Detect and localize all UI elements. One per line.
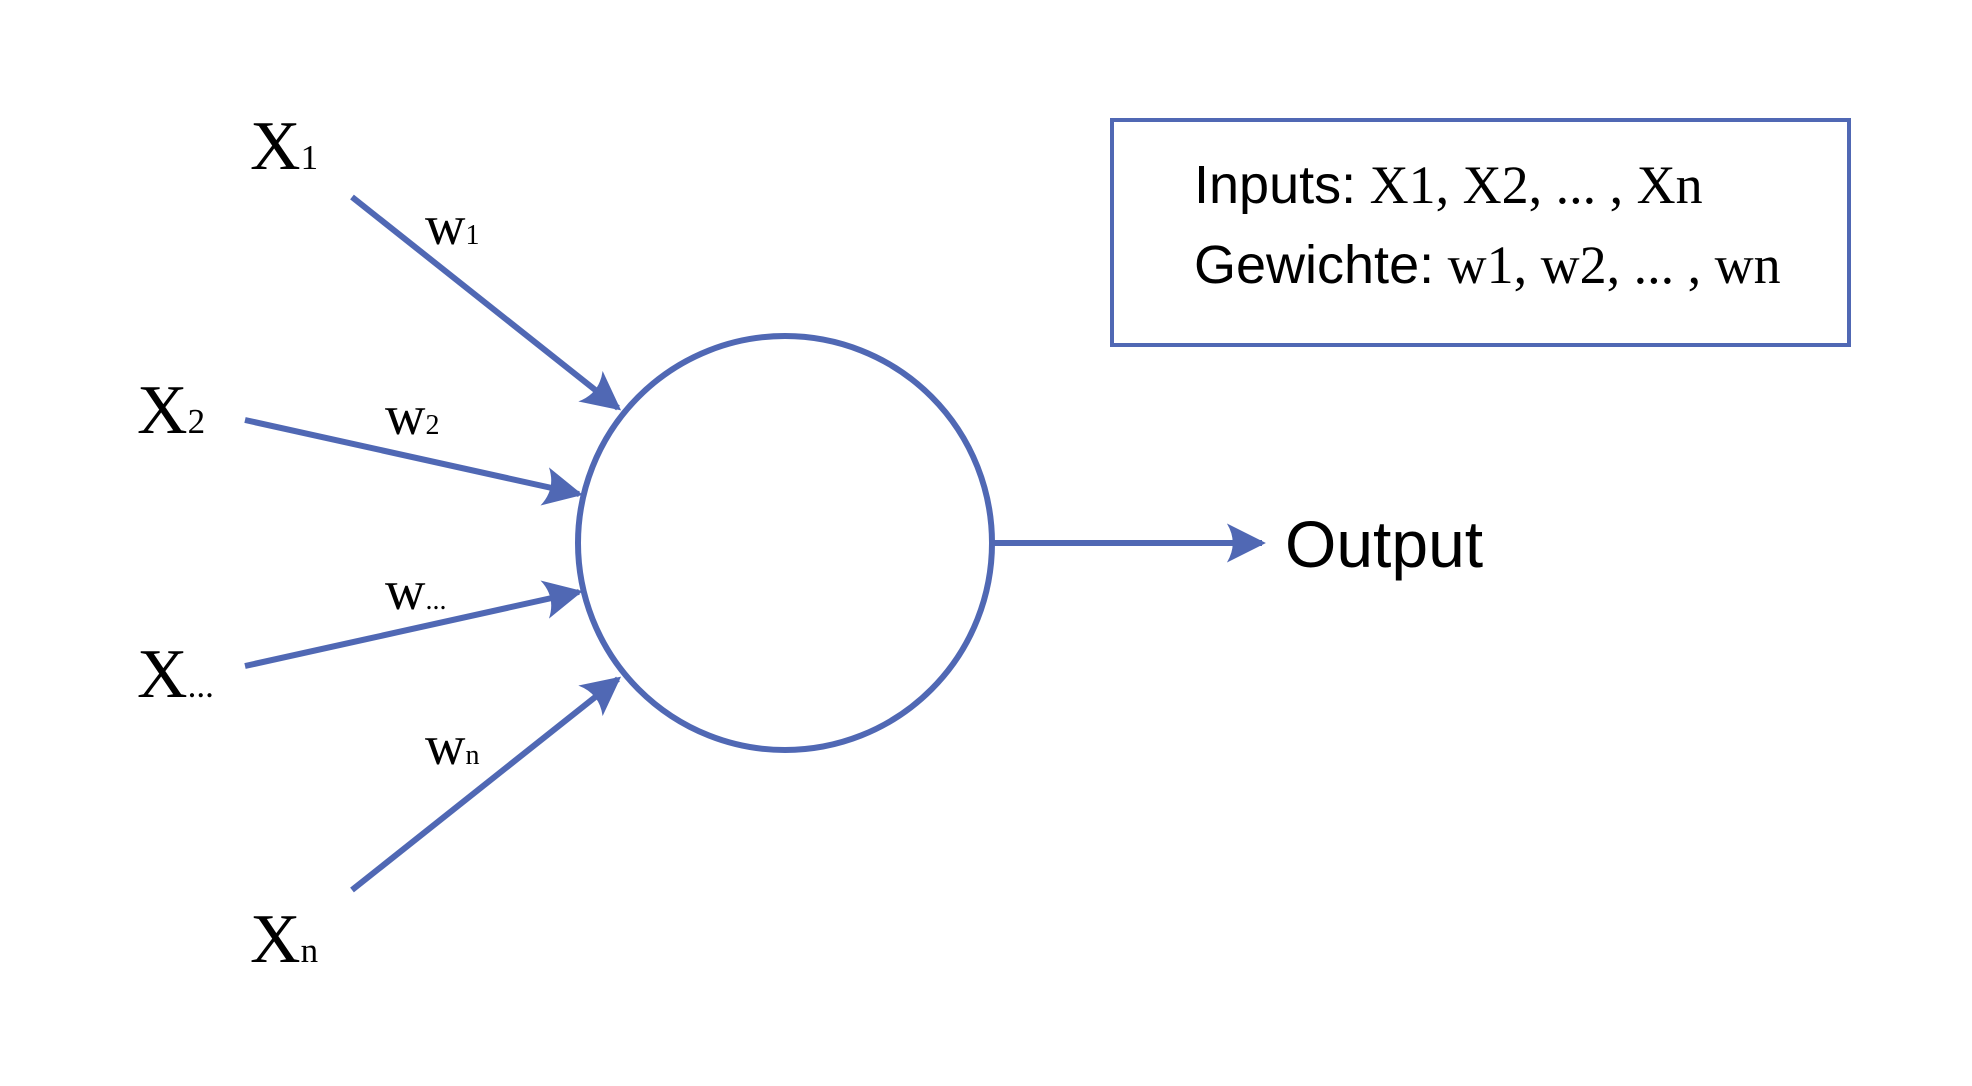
- legend-weights-value: w1, w2, ... , wn: [1447, 235, 1781, 295]
- weight-1-subscript: 1: [465, 220, 480, 251]
- input-n-name: X: [250, 901, 301, 978]
- legend-inputs-value: X1, X2, ... , Xn: [1369, 155, 1703, 215]
- input-1-subscript: 1: [300, 138, 319, 177]
- weight-1-name: w: [425, 195, 466, 257]
- input-edge-1: [350, 194, 622, 411]
- weight-label-n: wn: [425, 718, 479, 774]
- input-2-subscript: 2: [187, 402, 206, 441]
- weight-3-subscript: ...: [425, 585, 447, 616]
- weight-label-1: w1: [425, 198, 479, 254]
- input-label-3: X...: [137, 640, 214, 710]
- input-1-name: X: [250, 108, 301, 185]
- weight-n-name: w: [425, 715, 466, 777]
- legend-weights-line: Gewichte: w1, w2, ... , wn: [1194, 238, 1781, 292]
- neuron-node: [575, 333, 995, 753]
- weight-3-name: w: [385, 560, 426, 622]
- input-edge-2: [244, 417, 583, 506]
- input-2-name: X: [137, 372, 188, 449]
- input-3-name: X: [137, 636, 188, 713]
- legend-inputs-key: Inputs:: [1194, 155, 1357, 215]
- input-n-subscript: n: [300, 931, 319, 970]
- legend-weights-key: Gewichte:: [1194, 235, 1435, 295]
- output-label: Output: [1285, 507, 1484, 581]
- weight-2-name: w: [385, 385, 426, 447]
- input-edge-3: [244, 580, 583, 669]
- weight-label-2: w2: [385, 388, 439, 444]
- weight-label-3: w...: [385, 563, 446, 619]
- input-3-subscript: ...: [187, 666, 214, 705]
- legend-box: Inputs: X1, X2, ... , Xn Gewichte: w1, w…: [1110, 118, 1851, 347]
- weight-2-subscript: 2: [425, 410, 440, 441]
- input-edge-n: [350, 676, 622, 893]
- input-label-n: Xn: [250, 905, 318, 975]
- weight-n-subscript: n: [465, 740, 480, 771]
- input-label-2: X2: [137, 376, 205, 446]
- input-label-1: X1: [250, 112, 318, 182]
- legend-inputs-line: Inputs: X1, X2, ... , Xn: [1194, 158, 1703, 212]
